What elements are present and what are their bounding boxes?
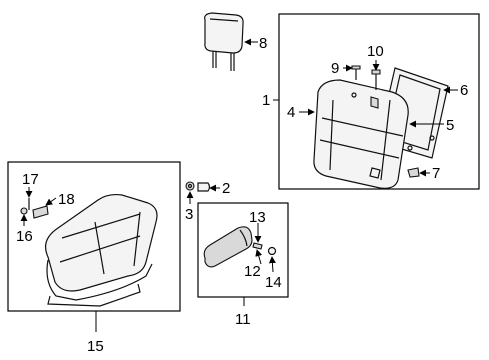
callout-14: 14 [265,274,282,291]
cap-14-part [267,246,277,256]
seat-cushion-part [45,193,158,307]
callout-12: 12 [244,263,261,280]
knob-3-part [185,181,195,191]
callout-2: 2 [222,180,230,197]
callout-6: 6 [460,82,468,99]
callout-11: 11 [235,311,251,328]
callout-17: 17 [22,171,39,188]
callout-8: 8 [259,35,267,52]
callout-16: 16 [16,228,33,245]
callout-15: 15 [87,338,104,355]
seat-cushion-group-box [7,161,181,312]
bolt-12-part [252,242,263,250]
leader-18 [45,197,57,206]
bracket-18-part [32,205,49,219]
armrest-group-box [197,202,289,298]
bolt-9-part [351,65,361,80]
callout-1: 1 [262,92,270,109]
leader-14 [268,256,276,273]
callout-10: 10 [367,43,384,60]
knob-2-part [197,182,211,192]
seat-back-group-box [278,13,480,190]
headrest-part [204,12,244,71]
callout-18: 18 [58,191,75,208]
callout-3: 3 [185,206,193,223]
callout-7: 7 [432,165,440,182]
leader-12 [255,249,263,265]
armrest-part [203,226,253,268]
callout-13: 13 [249,209,266,226]
washer-16-part [20,207,28,215]
callout-9: 9 [331,60,339,77]
callout-4: 4 [287,104,295,121]
bolt-10-part [371,69,381,90]
seat-back-cover-part [313,79,409,189]
clip-7-part [407,167,420,178]
callout-5: 5 [446,117,454,134]
